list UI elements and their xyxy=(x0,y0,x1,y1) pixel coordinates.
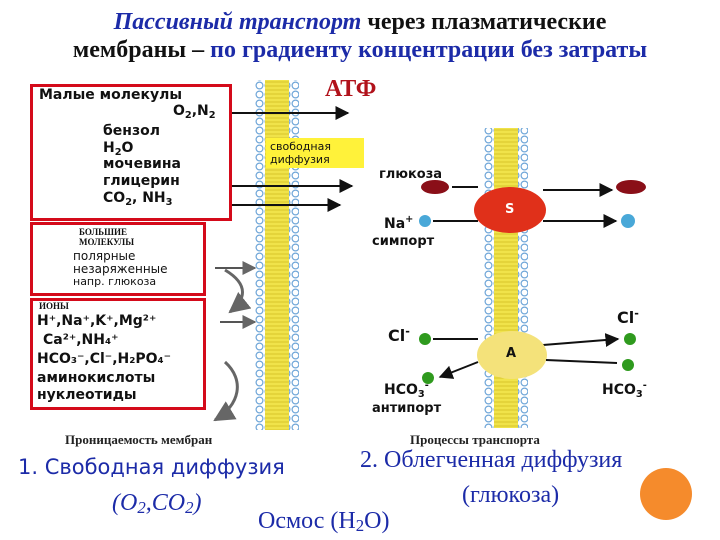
small-molecules-header: Малые молекулы xyxy=(39,87,183,103)
title-rest: через плазматические xyxy=(361,9,607,35)
urea: мочевина xyxy=(103,156,181,172)
footer-osmosis: Осмос (H2O) xyxy=(258,508,390,535)
decorative-orange-dot xyxy=(640,468,692,520)
antiport-group xyxy=(419,331,636,384)
free-diffusion-arrows xyxy=(225,106,354,212)
footer-facilitated-diffusion: 2. Облегченная диффузия xyxy=(360,447,623,473)
carrier-a-label: A xyxy=(506,346,517,361)
footer-free-diffusion-example: (O2,CO2) xyxy=(112,490,202,517)
glycerin: глицерин xyxy=(103,173,180,189)
cl-right-label: Cl- xyxy=(617,307,639,327)
glucose-label: глюкоза xyxy=(379,167,443,182)
polar: полярные xyxy=(73,249,136,263)
caption-permeability: Проницаемость мембран xyxy=(65,432,213,447)
title-atf: АТФ xyxy=(325,76,377,102)
o2-n2: O2,N2 xyxy=(173,103,216,121)
h2o: H2O xyxy=(103,140,134,158)
uncharged: незаряженные xyxy=(73,262,168,276)
example-glucose: напр. глюкоза xyxy=(73,275,157,288)
title-line2-blue: по градиенту концентрации без затраты xyxy=(210,37,648,63)
hco3-right-label: HCO3- xyxy=(602,380,647,400)
antiport-label: антипорт xyxy=(372,401,442,416)
curved-arrows xyxy=(213,268,252,422)
large-molecules-header-2: МОЛЕКУЛЫ xyxy=(79,237,135,247)
footer-free-diffusion: 1. Свободная диффузия xyxy=(18,455,285,479)
slide-title: Пассивный транспорт через плазматические… xyxy=(0,8,720,64)
large-molecules-header-1: БОЛЬШИЕ xyxy=(79,227,127,237)
large-molecules-box: БОЛЬШИЕ МОЛЕКУЛЫ полярные незаряженные н… xyxy=(30,222,206,296)
amino-acids: аминокислоты xyxy=(37,370,156,386)
ions-line-3: HCO₃⁻,Cl⁻,H₂PO₄⁻ xyxy=(37,351,172,367)
caption-transport: Процессы транспорта xyxy=(410,432,540,447)
title-italic: Пассивный транспорт xyxy=(113,9,362,35)
na-label: Na+ xyxy=(384,214,414,232)
ions-box: ИОНЫ H⁺,Na⁺,K⁺,Mg²⁺ Ca²⁺,NH₄⁺ HCO₃⁻,Cl⁻,… xyxy=(30,298,206,410)
title-line2-prefix: мембраны – xyxy=(72,37,211,63)
carrier-s-label: S xyxy=(505,202,515,217)
symport-group xyxy=(419,180,646,233)
ions-header: ИОНЫ xyxy=(39,301,69,311)
benzol: бензол xyxy=(103,123,160,139)
hco3-left-label: HCO3- xyxy=(384,380,429,400)
small-molecules-box: Малые молекулы O2,N2 бензол H2O мочевина… xyxy=(30,84,232,221)
ions-line-2: Ca²⁺,NH₄⁺ xyxy=(43,332,119,348)
cl-left-label: Cl- xyxy=(388,325,410,345)
co2-nh3: CO2, NH3 xyxy=(103,190,173,208)
ions-line-1: H⁺,Na⁺,K⁺,Mg²⁺ xyxy=(37,313,157,329)
free-diffusion-label: свободная диффузия xyxy=(266,138,364,168)
nucleotides: нуклеотиды xyxy=(37,387,137,403)
left-membrane xyxy=(255,80,299,430)
right-membrane xyxy=(484,128,528,428)
footer-facilitated-example: (глюкоза) xyxy=(462,482,560,508)
blocked-arrows xyxy=(215,261,257,329)
symport-label: симпорт xyxy=(372,234,435,249)
